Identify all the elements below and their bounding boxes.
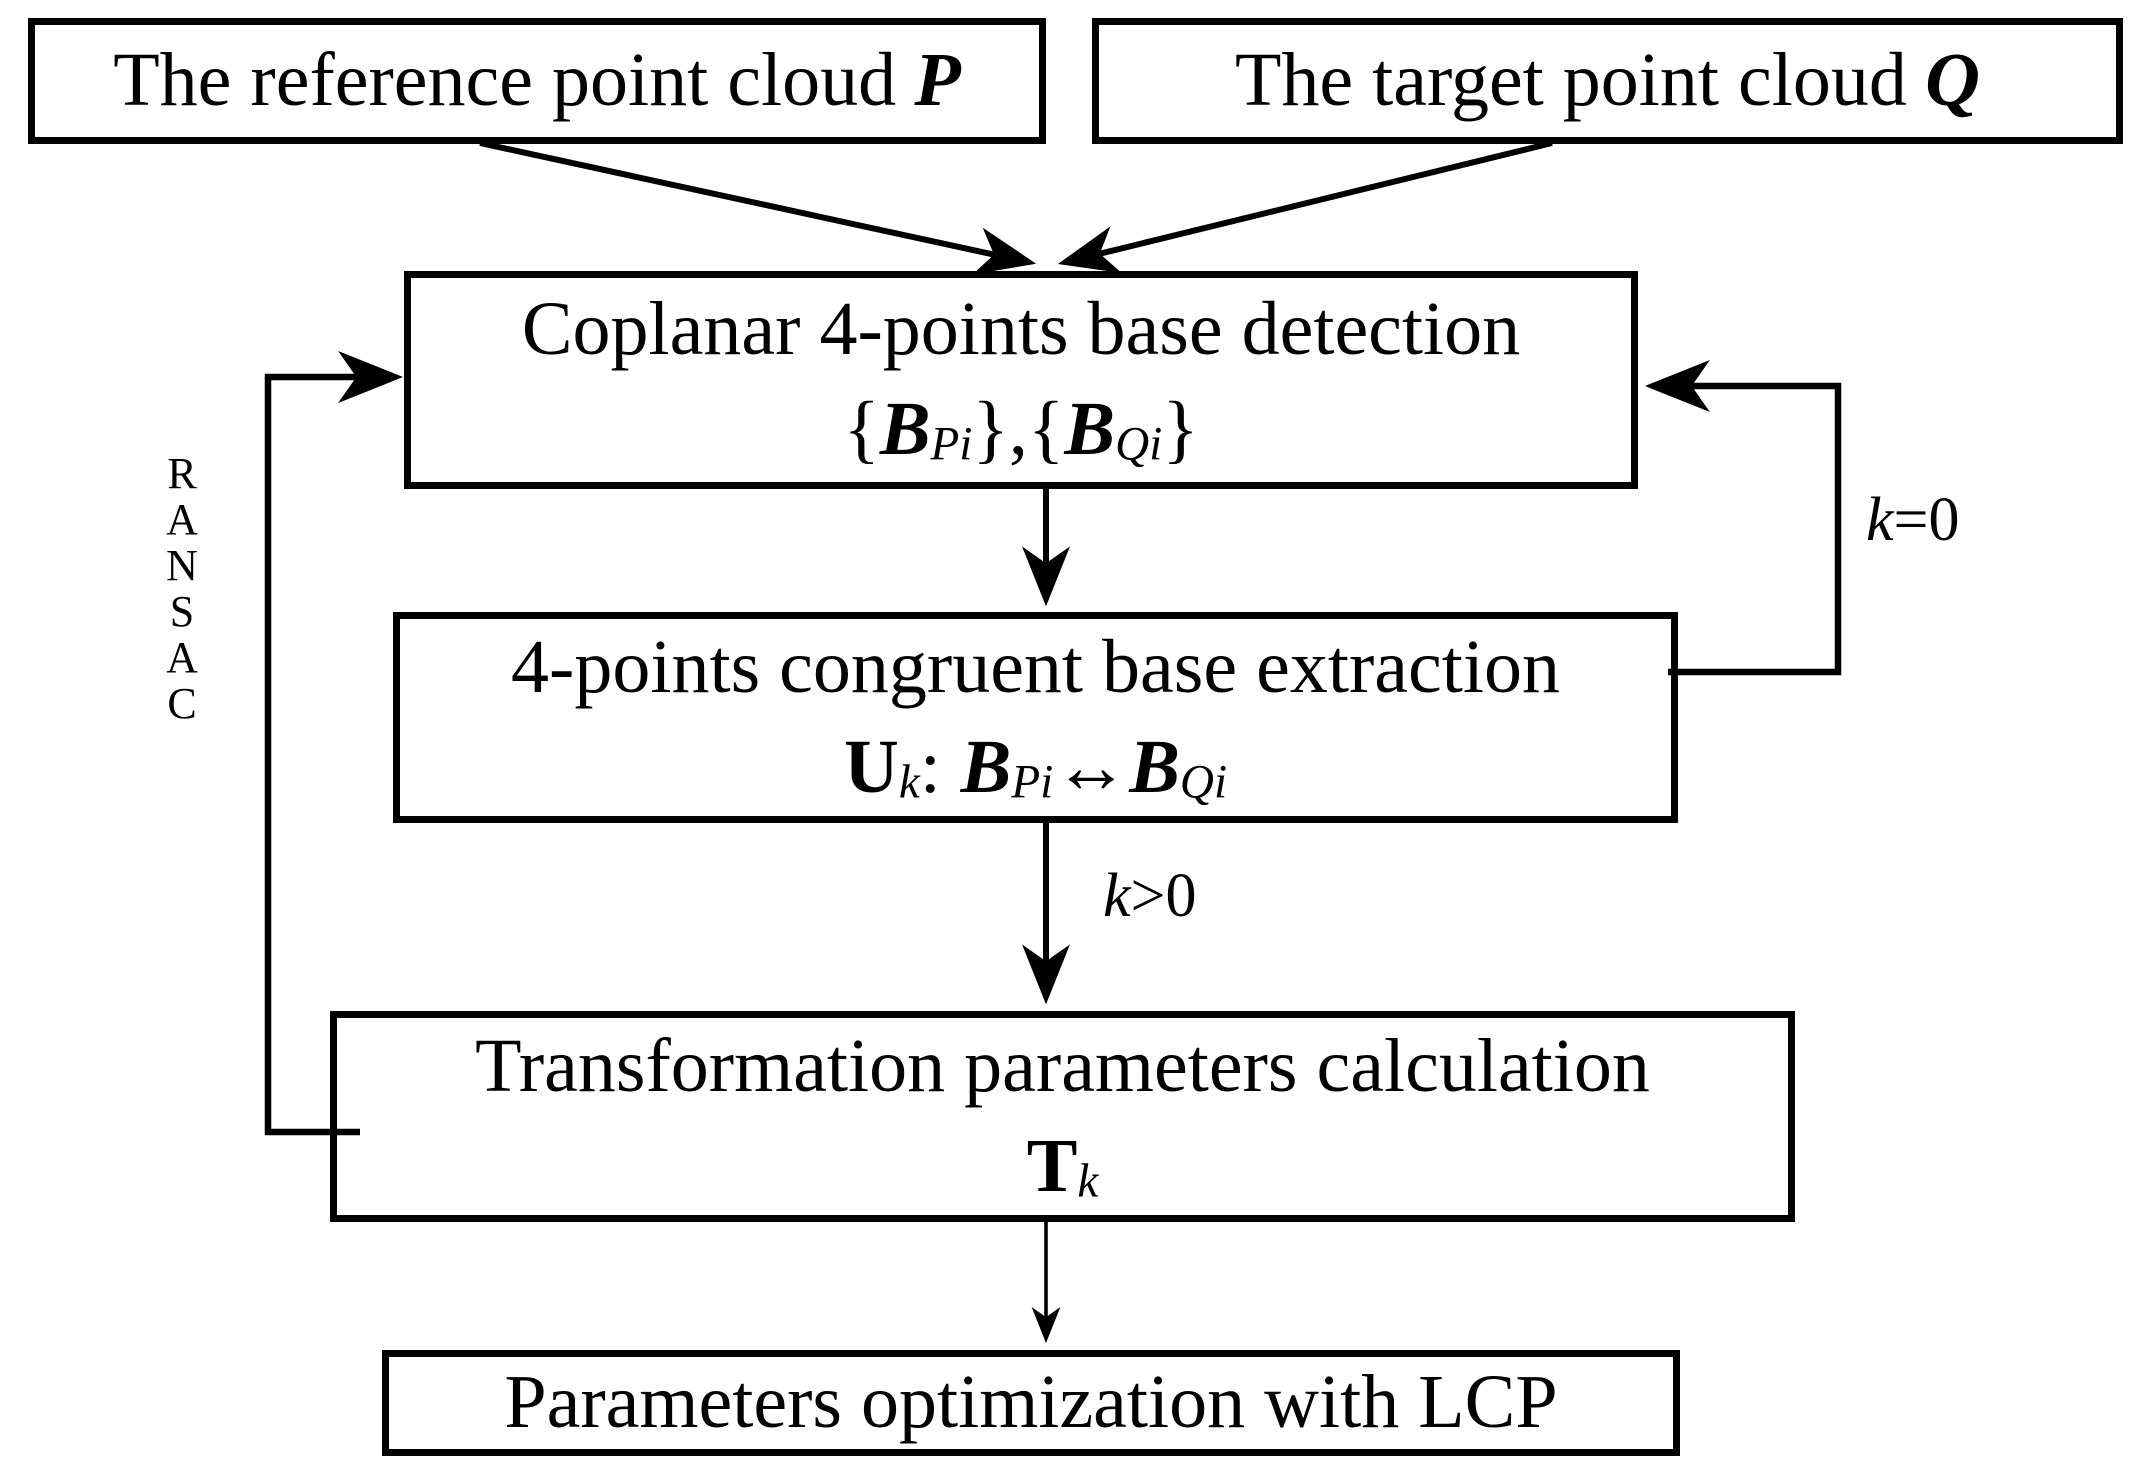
ransac-letter: N xyxy=(166,541,198,590)
base-symbol-b: B xyxy=(879,387,931,471)
box-parameters-optimization-lcp: Parameters optimization with LCP xyxy=(382,1350,1680,1456)
subscript-qi: Qi xyxy=(1115,418,1163,471)
loop-k0-extraction-to-coplanar xyxy=(1644,360,1842,676)
label-k-equals-0: k=0 xyxy=(1866,486,1960,554)
ransac-letter: S xyxy=(169,587,195,636)
symbol-q: Q xyxy=(1925,38,1980,123)
coplanar-title: Coplanar 4-points base detection xyxy=(521,287,1521,372)
transformation-formula: Tk xyxy=(1027,1117,1099,1217)
matrix-symbol-t: T xyxy=(1026,1123,1078,1208)
k-variable: k xyxy=(1866,486,1894,554)
brace-close-open: },{ xyxy=(972,387,1065,471)
lcp-title: Parameters optimization with LCP xyxy=(504,1360,1558,1445)
ransac-letter: R xyxy=(167,449,197,498)
ransac-letter: A xyxy=(166,495,198,544)
subscript-pi: Pi xyxy=(1011,756,1054,809)
ransac-letter: A xyxy=(166,633,198,682)
box-transformation-parameters: Transformation parameters calculation Tk xyxy=(330,1011,1795,1222)
arrow-reference-to-coplanar xyxy=(479,140,1037,275)
correspondence-arrow-icon: ↔ xyxy=(1053,724,1130,809)
colon: : xyxy=(919,724,941,809)
extraction-title: 4-points congruent base extraction xyxy=(511,624,1560,709)
target-label: The target point cloud xyxy=(1235,38,1907,123)
label-k-greater-0: k>0 xyxy=(1103,862,1197,930)
k-variable: k xyxy=(1103,862,1131,930)
brace-close: } xyxy=(1162,387,1199,471)
reference-label: The reference point cloud xyxy=(113,38,897,123)
arrow-target-to-coplanar xyxy=(1057,140,1553,274)
extraction-formula: Uk:BPi↔BQi xyxy=(844,718,1227,818)
subscript-pi: Pi xyxy=(930,418,973,471)
box-congruent-base-extraction: 4-points congruent base extraction Uk:BP… xyxy=(393,612,1678,823)
coplanar-formula: {BPi},{BQi} xyxy=(843,380,1198,480)
k-relation: >0 xyxy=(1130,862,1197,930)
transformation-title: Transformation parameters calculation xyxy=(475,1023,1650,1108)
subscript-qi: Qi xyxy=(1179,756,1228,809)
subscript-k: k xyxy=(1077,1155,1099,1208)
base-symbol-b: B xyxy=(1129,724,1180,809)
symbol-p: P xyxy=(914,38,961,123)
ransac-letter: C xyxy=(167,679,197,728)
set-symbol-u: U xyxy=(843,724,899,809)
box-coplanar-base-detection: Coplanar 4-points base detection {BPi},{… xyxy=(404,271,1638,489)
brace-open: { xyxy=(843,387,880,471)
ransac-vertical-label: R A N S A C xyxy=(150,451,214,727)
k-relation: =0 xyxy=(1893,486,1960,554)
base-symbol-b: B xyxy=(1064,387,1116,471)
subscript-k: k xyxy=(898,756,920,809)
base-symbol-b: B xyxy=(960,724,1012,809)
